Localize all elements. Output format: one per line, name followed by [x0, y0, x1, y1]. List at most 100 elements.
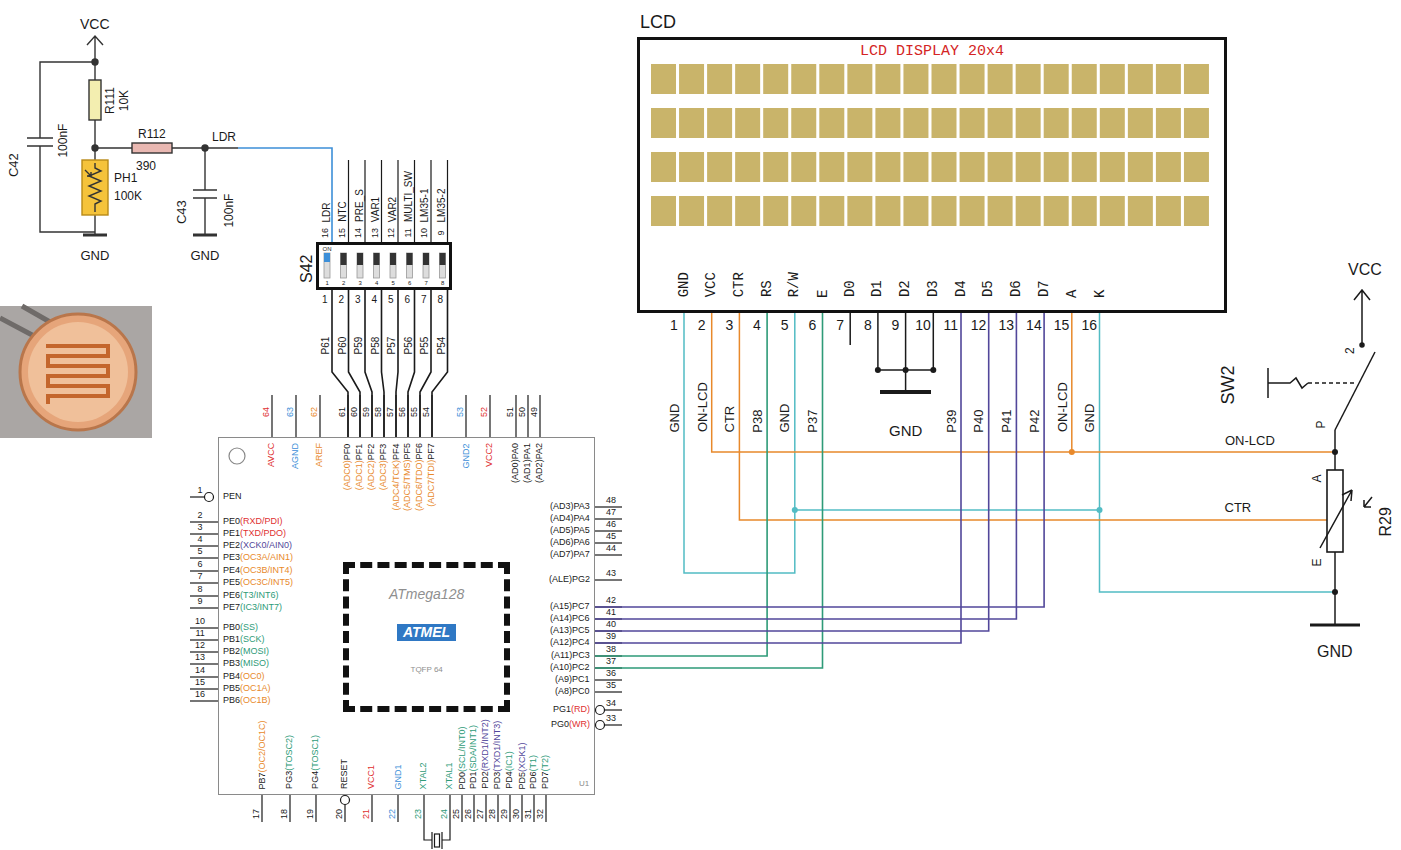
pin-name: PD1(SDA/INT1)	[469, 725, 479, 789]
pin-number: 15	[338, 228, 348, 238]
net-label: GND	[1083, 403, 1097, 432]
switch-slot	[423, 253, 429, 278]
part-name: PH1	[114, 172, 137, 185]
photo-track	[46, 346, 108, 404]
pin-name: (A9)PC1	[555, 675, 590, 685]
lcd-cell	[735, 64, 760, 94]
inverted-pin-mark	[596, 706, 605, 715]
pin-name: PG0(WR)	[551, 720, 590, 730]
pin-name: PD6(T1)	[529, 755, 539, 789]
pin-number: 14	[195, 666, 205, 676]
part-value: 390	[136, 160, 156, 173]
signal-name: LDR	[321, 202, 332, 222]
ldr-photo	[0, 306, 152, 438]
pin-name: XTAL2	[419, 762, 429, 789]
power-wire	[712, 313, 1335, 452]
part-name: SW2	[1218, 365, 1238, 404]
lcd-cell	[707, 152, 732, 182]
pin-number: 9	[892, 318, 900, 333]
pin-number: 36	[606, 669, 616, 679]
pin-number: 12	[387, 228, 397, 238]
pin-number: 56	[398, 407, 408, 417]
lcd-pin-name: R/W	[787, 272, 802, 297]
lcd-cell	[679, 196, 704, 226]
pin-stub	[605, 709, 623, 710]
logo: ATMEL	[397, 624, 456, 641]
junction-dot	[875, 367, 881, 373]
lcd-cell	[988, 64, 1013, 94]
pin-number: 11	[404, 228, 414, 237]
pin-name: PB6(OC1B)	[223, 696, 271, 706]
pin-name: GND1	[393, 764, 403, 789]
net-label: GND	[779, 403, 793, 432]
lcd-cell	[791, 196, 816, 226]
net-label: GND	[668, 403, 682, 432]
pin-name: AGND	[291, 443, 301, 469]
pin-name: PE4(OC3B/INT4)	[223, 566, 293, 576]
switch-and-potentiometer	[1268, 290, 1375, 625]
pin-number: 15	[195, 678, 205, 688]
pin-name: PD3(TXD1/INT3)	[493, 720, 503, 789]
switch-knob	[357, 253, 363, 265]
pin-stub	[595, 518, 622, 519]
switch-number: 3	[359, 280, 362, 287]
light-arrow	[85, 170, 91, 176]
lcd-cell	[988, 152, 1013, 182]
pin-stub	[190, 595, 218, 596]
pin-number: 6	[809, 318, 817, 333]
pin-number: 6	[405, 294, 411, 305]
pin-number: 20	[335, 809, 345, 819]
switch-number: 5	[392, 280, 395, 287]
wire-label: P56	[403, 336, 414, 354]
junction-dot	[1097, 507, 1103, 513]
pin-name: VCC2	[485, 443, 495, 467]
wire-label: P59	[353, 336, 364, 354]
lcd-pin-name: GND	[676, 272, 691, 297]
supply-arrow	[87, 36, 103, 80]
pin-name: RESET	[340, 759, 350, 789]
pin-number: 28	[488, 809, 498, 819]
pin-number: 45	[606, 532, 616, 542]
pin-number: 13	[195, 653, 205, 663]
part-value: 100nF	[57, 123, 70, 157]
pin-stub	[461, 795, 462, 822]
wire-connector	[396, 290, 398, 437]
pin-stub	[489, 395, 490, 437]
lcd-cell	[932, 108, 957, 138]
pin-name: PE0(RXD/PDI)	[223, 517, 283, 527]
pin-number: 26	[464, 809, 474, 819]
pin-stub	[521, 795, 522, 822]
switch-number: 4	[375, 280, 378, 287]
ldr-wire	[238, 148, 332, 242]
lcd-pin-name: E	[815, 289, 830, 297]
wire-label: P55	[419, 336, 430, 354]
switch-knob	[374, 253, 380, 265]
switch-knob	[440, 253, 446, 265]
junction-dot	[92, 145, 98, 151]
lcd-cell	[763, 64, 788, 94]
signal-name: MULTI_SW	[403, 171, 414, 222]
part-name: S42	[298, 255, 316, 283]
pin-name: PE1(TXD/PDO)	[223, 529, 286, 539]
ground-label: GND	[191, 249, 220, 263]
lcd-cell	[735, 196, 760, 226]
pin-name: PE6(T3/INT6)	[223, 591, 279, 601]
wire-connector	[595, 313, 1016, 619]
lcd-title: LCD DISPLAY 20x4	[860, 44, 1004, 61]
wire-label: P42	[1028, 409, 1042, 432]
lcd-pin-name: D0	[842, 280, 857, 297]
lcd-cell	[651, 152, 676, 182]
pin-number: 9	[198, 597, 203, 607]
lcd-cell	[791, 108, 816, 138]
switch-blade	[1335, 352, 1375, 430]
pin-number: 24	[440, 809, 450, 819]
switch-on-mark: ON	[323, 246, 332, 253]
pin-stub	[289, 795, 290, 822]
pin-name: (AD3)PA3	[550, 502, 590, 512]
photo-body	[20, 314, 136, 430]
wire-label: P61	[320, 336, 331, 354]
pin-number: 4	[372, 294, 378, 305]
pin-stub	[545, 795, 546, 822]
